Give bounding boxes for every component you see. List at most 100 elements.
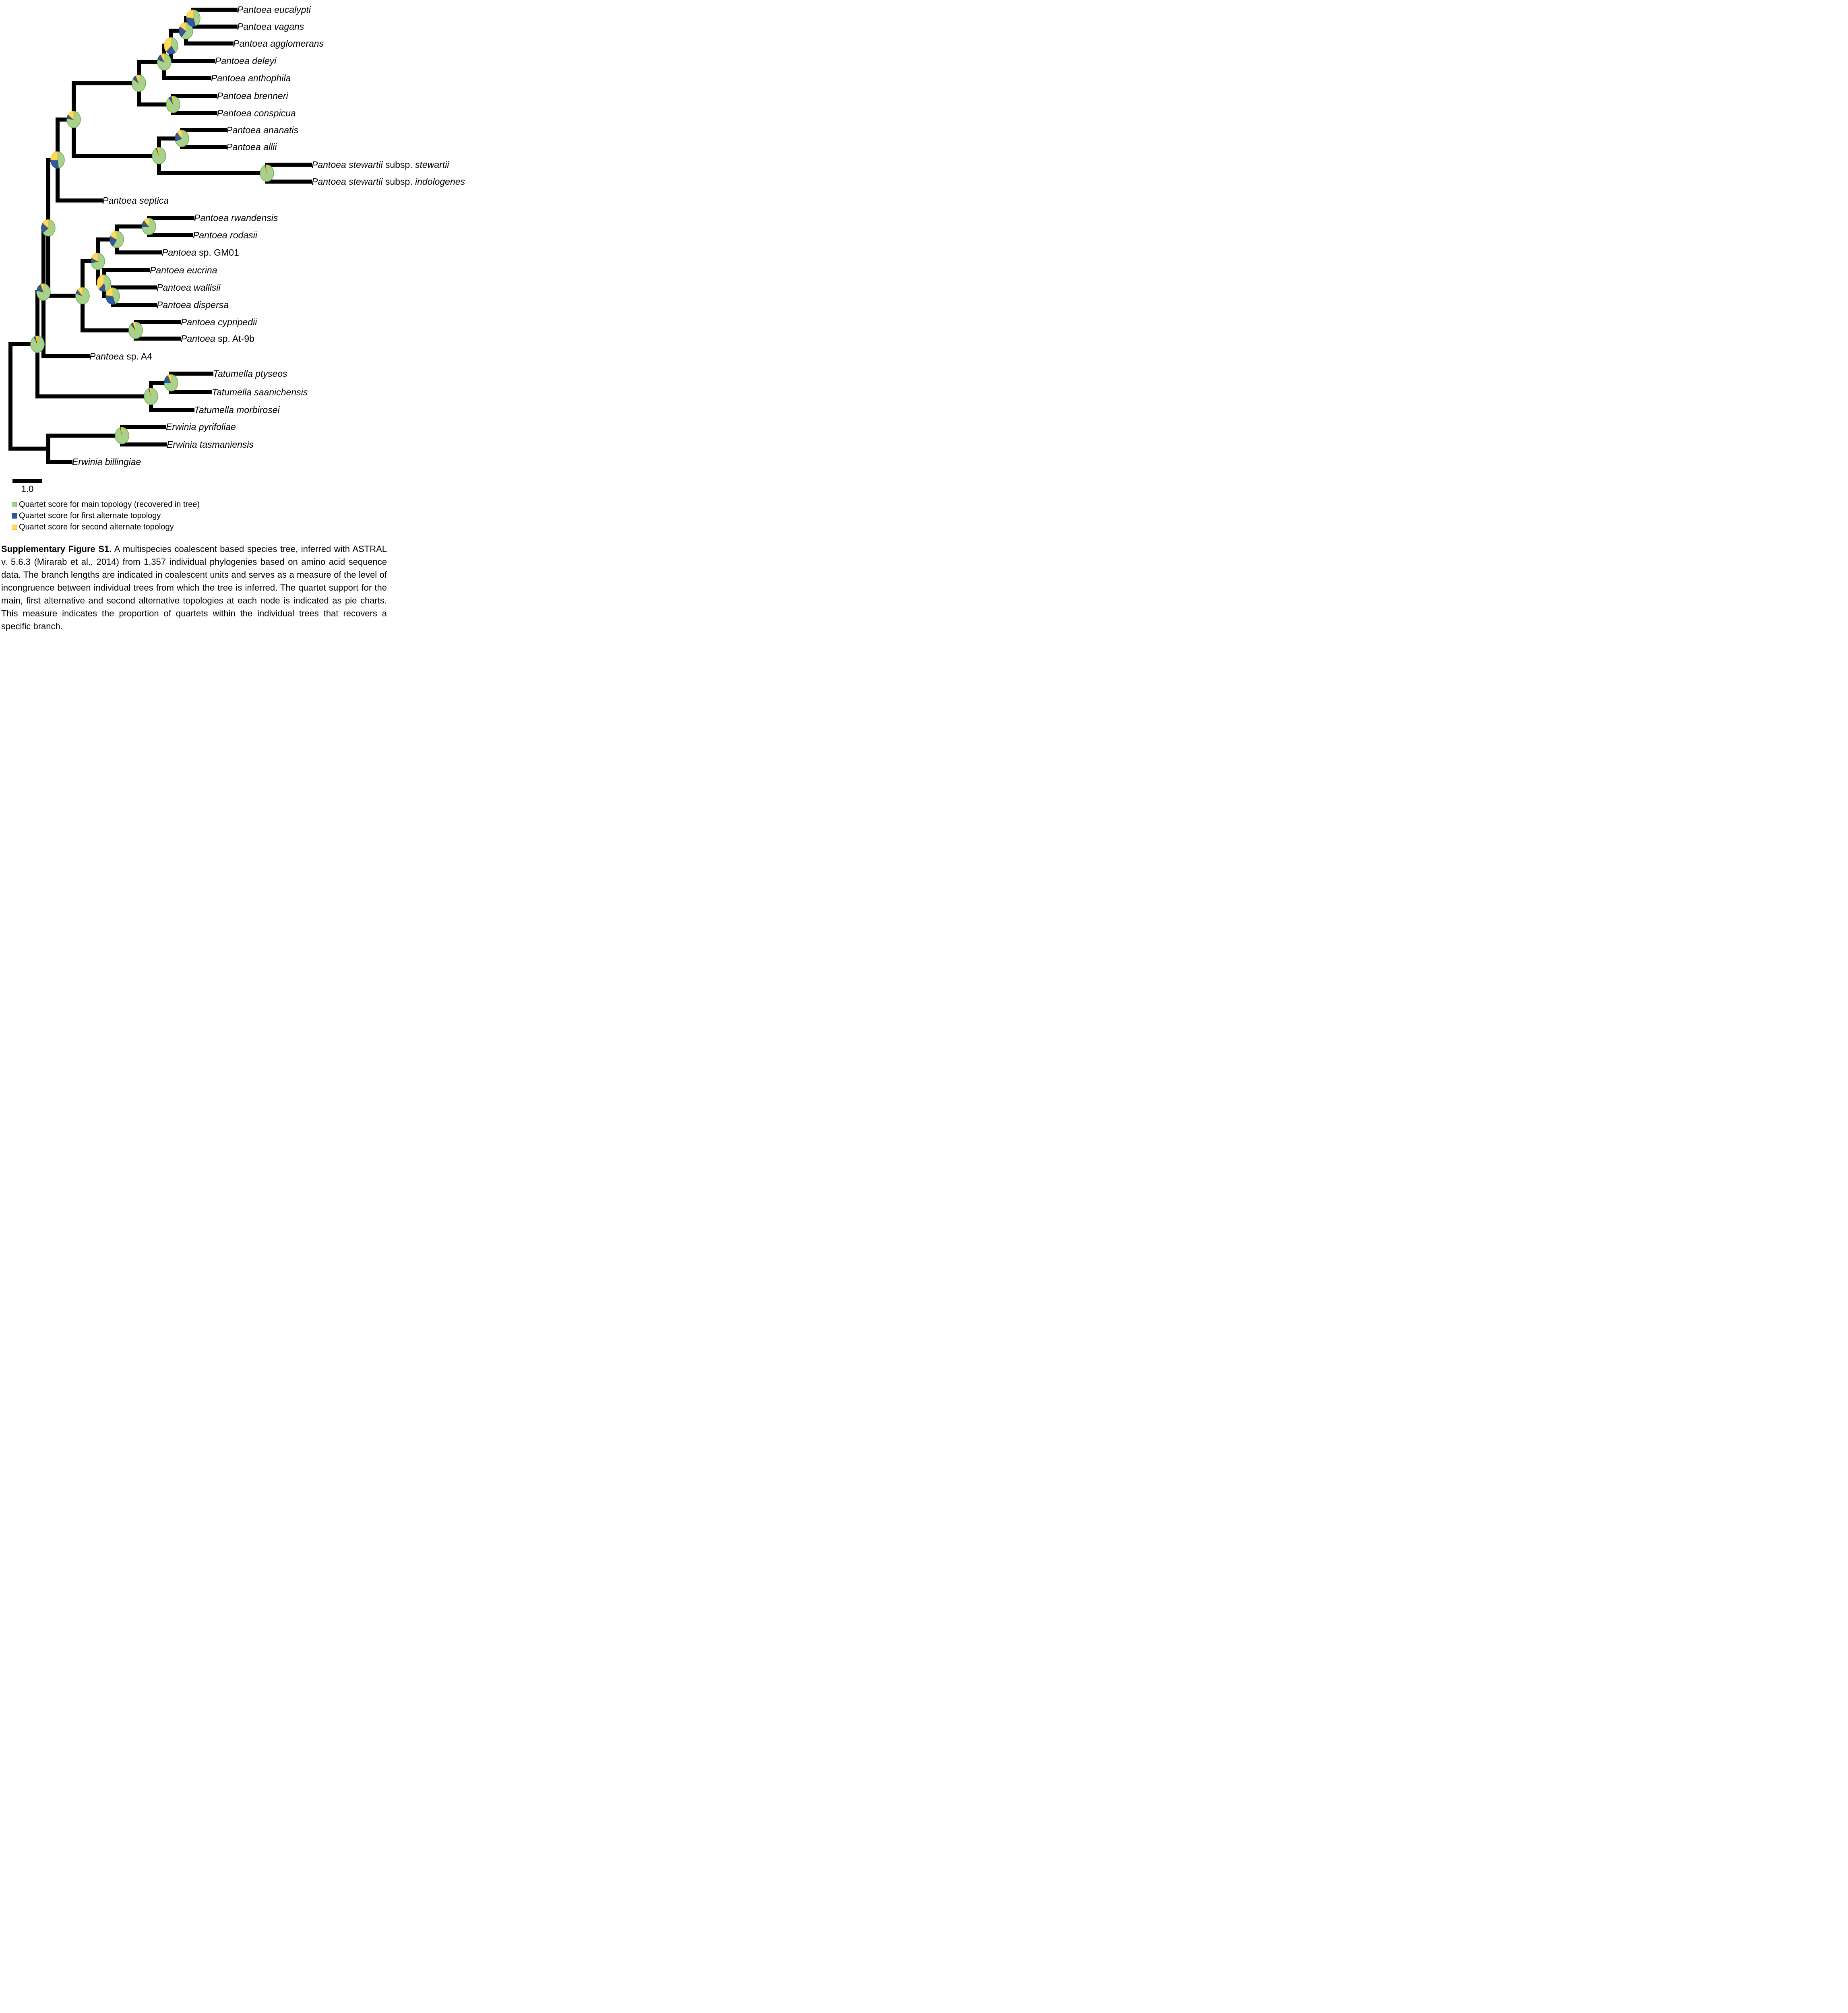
tip-label-italic-part: Pantoea xyxy=(181,333,215,344)
pie-slice-second-alt xyxy=(149,388,151,397)
tip-label-italic-part: Erwinia tasmaniensis xyxy=(167,439,254,450)
pie-slice-second-alt xyxy=(177,130,182,140)
tip-label-at9b: Pantoea sp. At-9b xyxy=(181,333,254,344)
pie-slice-first-alt xyxy=(105,295,116,305)
tip-label-ptys: Tatumella ptyseos xyxy=(213,368,287,379)
pie-slice-first-alt xyxy=(186,17,196,27)
node-pie-W xyxy=(152,147,166,165)
tip-label-italic-part: Pantoea septica xyxy=(102,195,169,206)
tip-label-italic-part: Pantoea agglomerans xyxy=(233,38,324,49)
tip-label-consp: Pantoea conspicua xyxy=(217,108,296,118)
pie-slice-second-alt xyxy=(186,9,194,19)
legend-item-first-alternate: Quartet score for first alternate topolo… xyxy=(12,510,200,521)
tip-label-stew1: Pantoea stewartii subsp. stewartii xyxy=(312,159,449,170)
tip-label-roman-part: sp. At-9b xyxy=(215,333,254,344)
pie-slice-main xyxy=(142,218,156,235)
pie-slice-second-alt xyxy=(160,53,165,62)
pie-slice-second-alt xyxy=(266,164,267,174)
tip-label-italic-part: indologenes xyxy=(415,176,465,187)
tip-label-italic-part: Pantoea eucalypti xyxy=(237,4,311,15)
legend-item-second-alternate: Quartet score for second alternate topol… xyxy=(12,521,200,533)
pie-slice-second-alt xyxy=(171,96,174,105)
tip-label-italic-part: Tatumella saanichensis xyxy=(212,387,308,397)
tip-label-agg: Pantoea agglomerans xyxy=(233,38,324,49)
tip-label-italic-part: Erwinia pyrifoliae xyxy=(166,422,236,432)
tip-label-italic-part: Pantoea cypripedii xyxy=(181,317,257,327)
pie-slice-second-alt xyxy=(110,231,117,240)
tip-label-italic-part: Tatumella ptyseos xyxy=(213,368,287,379)
pie-slice-second-alt xyxy=(144,218,149,227)
tip-label-italic-part: Pantoea anthophila xyxy=(211,73,291,83)
pie-slice-second-alt xyxy=(164,37,172,52)
pie-slice-main xyxy=(112,287,120,305)
node-pie-A xyxy=(30,335,45,353)
tip-label-wall: Pantoea wallisii xyxy=(157,282,221,293)
node-pie-B3 xyxy=(91,252,105,270)
tip-label-rwand: Pantoea rwandensis xyxy=(194,213,278,223)
pie-slice-main xyxy=(103,274,111,292)
tip-label-pyri: Erwinia pyrifoliae xyxy=(166,422,236,432)
tip-label-italic-part: Pantoea stewartii xyxy=(312,159,385,170)
node-pie-T2 xyxy=(164,374,178,392)
node-pie-S2 xyxy=(41,219,56,237)
tip-label-anth: Pantoea anthophila xyxy=(211,73,291,83)
tip-label-euc: Pantoea eucalypti xyxy=(237,4,311,15)
pie-slice-second-alt xyxy=(132,322,136,331)
tip-label-italic-part: Pantoea xyxy=(89,351,124,362)
legend-label: Quartet score for second alternate topol… xyxy=(19,522,174,531)
pie-slice-main xyxy=(171,37,178,53)
tip-label-italic-part: Tatumella morbirosei xyxy=(194,405,280,415)
pie-slice-main xyxy=(57,151,65,169)
legend-swatch-first-alternate xyxy=(12,513,17,519)
node-pie-U xyxy=(66,111,81,128)
pie-slice-main xyxy=(157,53,172,71)
tip-label-gm01: Pantoea sp. GM01 xyxy=(162,247,239,258)
tip-label-italic-part: Pantoea conspicua xyxy=(217,108,296,118)
tip-label-roman-part: subsp. xyxy=(385,159,415,170)
tip-label-bill: Erwinia billingiae xyxy=(72,457,141,467)
pie-slice-first-alt xyxy=(50,159,59,169)
legend-label: Quartet score for main topology (recover… xyxy=(19,500,200,509)
tip-label-a4: Pantoea sp. A4 xyxy=(89,351,152,362)
tip-label-italic-part: Pantoea ananatis xyxy=(226,125,299,135)
caption-title: Supplementary Figure S1. xyxy=(1,544,112,554)
legend-item-main-topology: Quartet score for main topology (recover… xyxy=(12,499,200,510)
node-pie-T1 xyxy=(144,388,158,405)
tip-label-cypr: Pantoea cypripedii xyxy=(181,317,257,327)
node-pie-W2 xyxy=(260,164,274,182)
tip-label-vag: Pantoea vagans xyxy=(237,21,304,32)
tip-label-sept: Pantoea septica xyxy=(102,195,169,206)
node-pie-D1 xyxy=(128,322,143,339)
tip-label-italic-part: Pantoea rwandensis xyxy=(194,213,278,223)
pie-slice-second-alt xyxy=(35,335,38,345)
tip-label-italic-part: Pantoea wallisii xyxy=(157,282,221,293)
node-pie-B2 xyxy=(110,231,124,248)
scale-bar-label: 1.0 xyxy=(21,484,34,494)
node-pie-n2 xyxy=(179,22,193,39)
node-pie-S1 xyxy=(50,151,65,169)
node-pie-n6 xyxy=(132,74,146,92)
tip-label-roman-part: subsp. xyxy=(385,176,415,187)
legend-label: Quartet score for first alternate topolo… xyxy=(19,511,161,520)
pie-slice-main xyxy=(30,335,45,353)
pie-slice-second-alt xyxy=(105,287,113,297)
tip-label-del: Pantoea deleyi xyxy=(215,56,277,66)
tip-label-eucr: Pantoea eucrina xyxy=(150,265,217,275)
tip-label-bren: Pantoea brenneri xyxy=(217,91,288,101)
node-pie-n1 xyxy=(186,9,201,27)
legend: Quartet score for main topology (recover… xyxy=(12,499,200,533)
tip-label-anan: Pantoea ananatis xyxy=(226,125,299,135)
tip-label-italic-part: Pantoea brenneri xyxy=(217,91,288,101)
pie-slice-second-alt xyxy=(68,111,74,120)
pie-slice-main xyxy=(164,374,178,392)
pie-slice-second-alt xyxy=(157,147,159,156)
tip-label-morb: Tatumella morbirosei xyxy=(194,405,280,415)
tip-label-italic-part: Pantoea xyxy=(162,247,196,258)
node-pie-F xyxy=(36,283,51,301)
node-pie-n3 xyxy=(164,37,178,54)
pie-slice-second-alt xyxy=(180,22,186,32)
tip-label-allii: Pantoea allii xyxy=(226,142,277,152)
caption-body: A multispecies coalescent based species … xyxy=(1,544,387,631)
node-pie-D xyxy=(75,287,90,304)
